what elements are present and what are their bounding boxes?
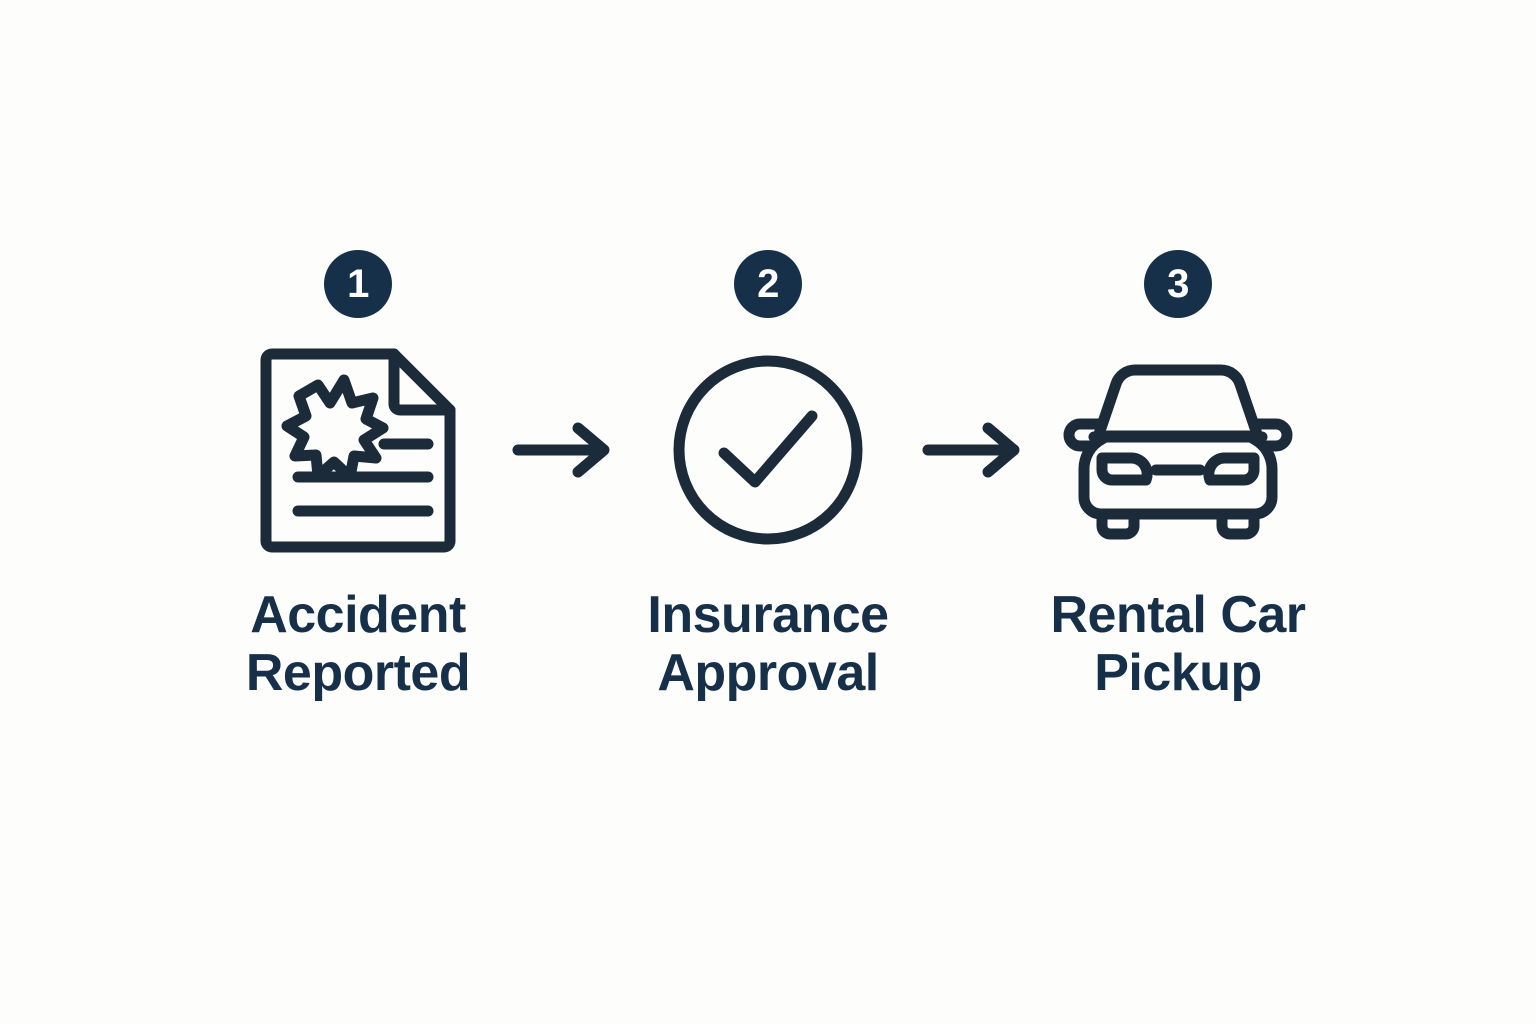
arrow-right-icon-1 — [508, 344, 618, 556]
step-label-3: Rental Car Pickup — [1050, 586, 1306, 703]
step-label-1: Accident Reported — [245, 586, 471, 703]
step-1[interactable]: 1 Accident Reported — [208, 250, 508, 702]
step-3[interactable]: 3 — [1028, 250, 1328, 702]
step-label-2: Insurance Approval — [647, 586, 889, 703]
flow-steps-row: 1 Accident Reported — [0, 250, 1536, 702]
step-2[interactable]: 2 Insurance Approval — [618, 250, 918, 702]
accident-report-document-icon — [238, 344, 478, 556]
step-number-badge-1: 1 — [324, 250, 392, 318]
arrow-right-icon-2 — [918, 344, 1028, 556]
car-front-icon — [1058, 344, 1298, 556]
check-circle-icon — [648, 344, 888, 556]
step-number-badge-3: 3 — [1144, 250, 1212, 318]
step-number-badge-2: 2 — [734, 250, 802, 318]
